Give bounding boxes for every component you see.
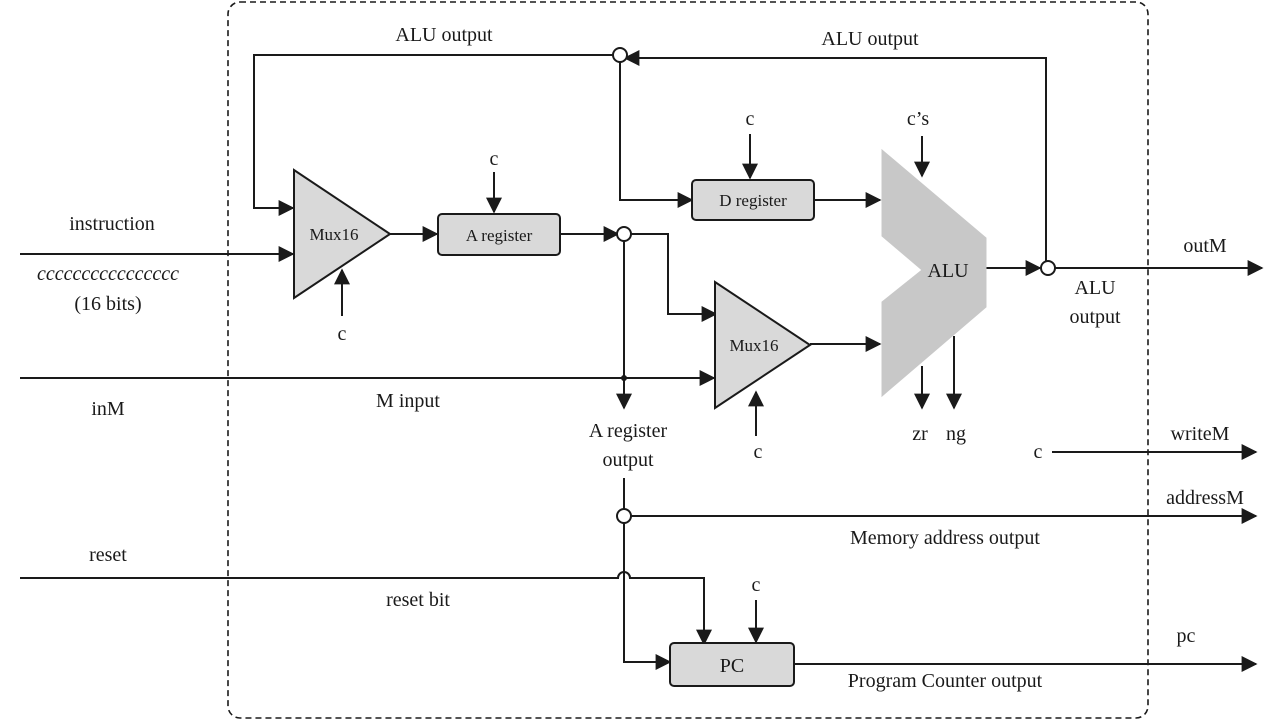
mux16a-control-label: c bbox=[338, 323, 347, 345]
mux16b-control-label: c bbox=[754, 441, 763, 463]
mux16-b-label: Mux16 bbox=[729, 336, 778, 355]
program-counter: PC bbox=[669, 642, 795, 687]
zr-label: zr bbox=[912, 423, 928, 445]
alu-label: ALU bbox=[927, 260, 969, 282]
alu-output-top-left-label: ALU output bbox=[395, 24, 493, 46]
alu-to-d-register-wire bbox=[619, 60, 694, 208]
instruction-bits-label: cccccccccccccccc bbox=[37, 263, 179, 285]
alu-output-right-label-line1: ALU bbox=[1074, 277, 1116, 299]
mux16-a-label: Mux16 bbox=[309, 225, 358, 244]
outM-label: outM bbox=[1183, 235, 1227, 257]
instruction-width-label: (16 bits) bbox=[74, 293, 141, 315]
pc-output-label: pc bbox=[1177, 625, 1196, 647]
reset-wire bbox=[20, 571, 712, 646]
alu-output-junction bbox=[1040, 260, 1056, 276]
a-register-junction bbox=[616, 226, 632, 242]
m-input-crossover bbox=[621, 375, 627, 381]
alu-control-label: c’s bbox=[907, 108, 929, 130]
memory-address-output-label: Memory address output bbox=[850, 527, 1040, 549]
ng-label: ng bbox=[946, 423, 966, 445]
a-register-control-label: c bbox=[490, 148, 499, 170]
mux16-b: Mux16 bbox=[714, 280, 812, 410]
cpu-chip-boundary bbox=[227, 1, 1149, 719]
m-input-label: M input bbox=[376, 390, 440, 412]
a-to-mux16b-wire bbox=[630, 233, 718, 322]
d-register: D register bbox=[691, 179, 815, 221]
a-register: A register bbox=[437, 213, 561, 256]
program-counter-output-label: Program Counter output bbox=[848, 670, 1043, 692]
writeM-label: writeM bbox=[1171, 423, 1230, 445]
d-register-control-label: c bbox=[746, 108, 755, 130]
reset-label: reset bbox=[89, 544, 127, 566]
a-register-output-label-line2: output bbox=[602, 449, 654, 471]
pc-control-label: c bbox=[752, 574, 761, 596]
writeM-control-label: c bbox=[1034, 441, 1043, 463]
alu: ALU bbox=[881, 148, 987, 398]
pc-label: PC bbox=[720, 655, 744, 677]
alu-feedback-to-mux-wire bbox=[253, 54, 620, 216]
alu-output-top-right-label: ALU output bbox=[821, 28, 919, 50]
d-register-label: D register bbox=[719, 191, 787, 210]
reset-bit-label: reset bit bbox=[386, 589, 450, 611]
alu-output-feedback-wire bbox=[623, 50, 1047, 262]
addressM-label: addressM bbox=[1166, 487, 1244, 509]
alu-output-right-label-line2: output bbox=[1069, 306, 1121, 328]
address-junction bbox=[616, 508, 632, 524]
a-register-label: A register bbox=[466, 226, 533, 245]
alu-feedback-junction bbox=[612, 47, 628, 63]
a-to-pc-wire bbox=[623, 522, 672, 670]
a-register-output-label-line1: A register bbox=[589, 420, 668, 442]
inM-label: inM bbox=[91, 398, 125, 420]
instruction-label: instruction bbox=[69, 213, 155, 235]
mux16-a: Mux16 bbox=[293, 168, 392, 300]
